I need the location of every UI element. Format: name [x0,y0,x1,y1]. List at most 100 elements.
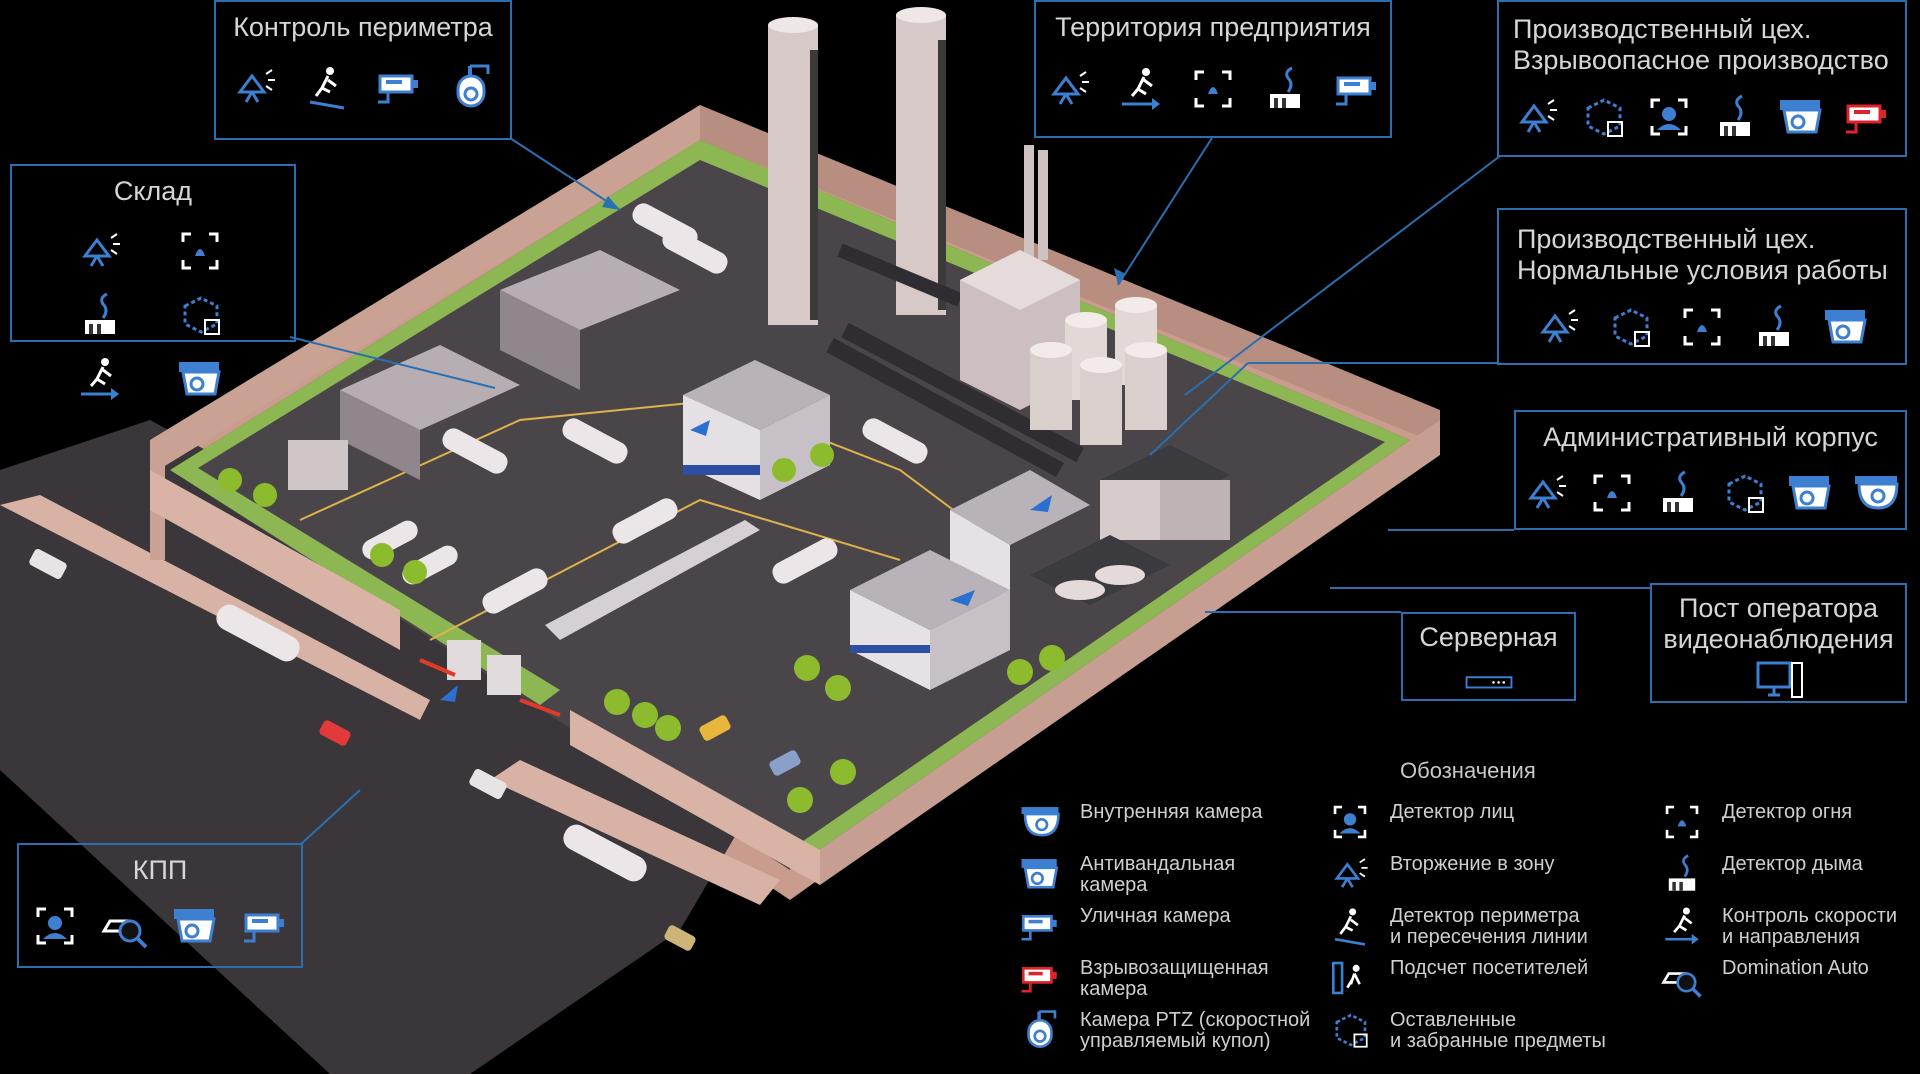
face-detector-icon [30,901,80,951]
legend-item: Детектор периметра и пересечения линии [1328,904,1588,953]
wall-front-right [570,710,820,885]
legend-item: Внутренняя камера [1018,800,1263,849]
left-objects-icon [1328,1008,1372,1057]
legend-label: Контроль скорости и направления [1722,905,1898,948]
monitor-icon [1754,657,1804,707]
explosion-proof-camera-icon [1018,956,1062,1005]
sidewalk-right [490,760,780,905]
tanker-trucks [216,203,928,882]
chimney-2 [896,15,946,315]
warehouse-building [288,250,680,490]
callout-icons [1403,658,1574,708]
callout-title-line1: Производственный цех. [1513,14,1812,44]
callout-perimeter: Контроль периметра [214,0,512,140]
callout-icons [1499,92,1905,142]
callout-normal-workshop: Производственный цех. Нормальные условия… [1497,208,1907,365]
legend-item: Вторжение в зону [1328,852,1555,901]
pipe-run [837,243,963,307]
callout-icons [1036,64,1390,114]
legend-label: Детектор лиц [1390,801,1515,823]
speed-direction-icon [1116,64,1166,114]
legend-item: Оставленные и забранные предметы [1328,1008,1606,1057]
legend-label: Внутренняя камера [1080,801,1263,823]
street-camera-icon [374,62,424,112]
callout-title: Склад [113,176,193,206]
wall-front-left-seg [150,470,400,650]
chimney-small [1024,145,1034,265]
domination-auto-icon [100,901,150,951]
server-icon [1464,658,1514,708]
callout-title-line2: Взрывоопасное производство [1513,45,1889,75]
vandal-camera-icon [1821,302,1871,352]
legend-label: Подсчет посетителей [1390,957,1589,979]
median-island [545,520,760,640]
face-detector-icon [1328,800,1372,849]
fire-detector-icon [1188,64,1238,114]
zone-intrusion-icon [75,226,125,276]
legend-label: Антивандальная камера [1080,853,1236,896]
pipe-run [841,322,1084,463]
callout-warehouse: Склад [10,164,296,400]
tank-farm [1030,297,1167,445]
chimney-2-top [896,7,946,23]
callout-title-line1: Производственный цех. [1517,224,1816,254]
legend-item: Детектор лиц [1328,800,1514,849]
trees [218,443,1065,813]
left-objects-icon [175,290,225,340]
callout-operator-post: Пост оператора видеонаблюдения [1650,583,1907,703]
zone-intrusion-icon [1044,64,1094,114]
callout-icons [216,62,510,112]
perimeter-line-icon [1328,904,1372,953]
domination-auto-icon [1660,956,1704,1005]
fire-detector-icon [1660,800,1704,849]
callout-title: КПП [132,855,188,885]
smoke-detector-icon [1653,468,1703,518]
legend-item: Подсчет посетителей [1328,956,1588,1005]
legend-item: Детектор дыма [1660,852,1863,901]
cars [29,549,801,951]
chimney-1-top [768,17,818,33]
callout-admin-building: Административный корпус [1514,410,1907,530]
legend-label: Камера PTZ (скоростной управляемый купол… [1080,1009,1311,1052]
sidewalk-left [0,495,430,720]
callout-territory: Территория предприятия [1034,0,1392,138]
street-camera-icon [1332,64,1382,114]
zone-intrusion-icon [1533,302,1583,352]
vandal-camera-icon [1785,468,1835,518]
chimney-1 [768,25,818,325]
vandal-camera-icon [1776,92,1826,142]
smoke-detector-icon [1260,64,1310,114]
zone-intrusion-icon [1328,852,1372,901]
callout-lines [289,137,1650,846]
ptz-camera-icon [1018,1008,1062,1057]
callout-icons [1652,657,1905,707]
chimney-1-pipe [810,50,818,320]
legend-label: Детектор дыма [1722,853,1863,875]
location-arrow [440,685,458,702]
perimeter-line-icon [302,62,352,112]
smoke-detector-icon [1660,852,1704,901]
callout-title-line1: Пост оператора [1679,593,1878,623]
chimney-small [1038,150,1048,260]
callout-icons [19,901,301,951]
ptz-camera-icon [446,62,496,112]
face-detector-icon [1644,92,1694,142]
street-camera-icon [1018,904,1062,953]
callout-title: Административный корпус [1543,422,1878,452]
legend-item: Взрывозащищенная камера [1018,956,1269,1005]
legend-label: Уличная камера [1080,905,1231,927]
boiler-roof [960,250,1080,310]
legend-label: Оставленные и забранные предметы [1390,1009,1606,1052]
wall-right-front [820,420,1440,885]
zone-intrusion-icon [1521,468,1571,518]
legend-label: Детектор огня [1722,801,1853,823]
legend-item: Камера PTZ (скоростной управляемый купол… [1018,1008,1310,1057]
left-objects-icon [1578,92,1628,142]
legend-label: Вторжение в зону [1390,853,1555,875]
left-objects-icon [1605,302,1655,352]
process-structure [1030,445,1230,605]
callout-explosive-workshop: Производственный цех. Взрывоопасное прои… [1497,0,1907,157]
legend-title: Обозначения [1400,758,1536,783]
indoor-camera-icon [1018,800,1062,849]
